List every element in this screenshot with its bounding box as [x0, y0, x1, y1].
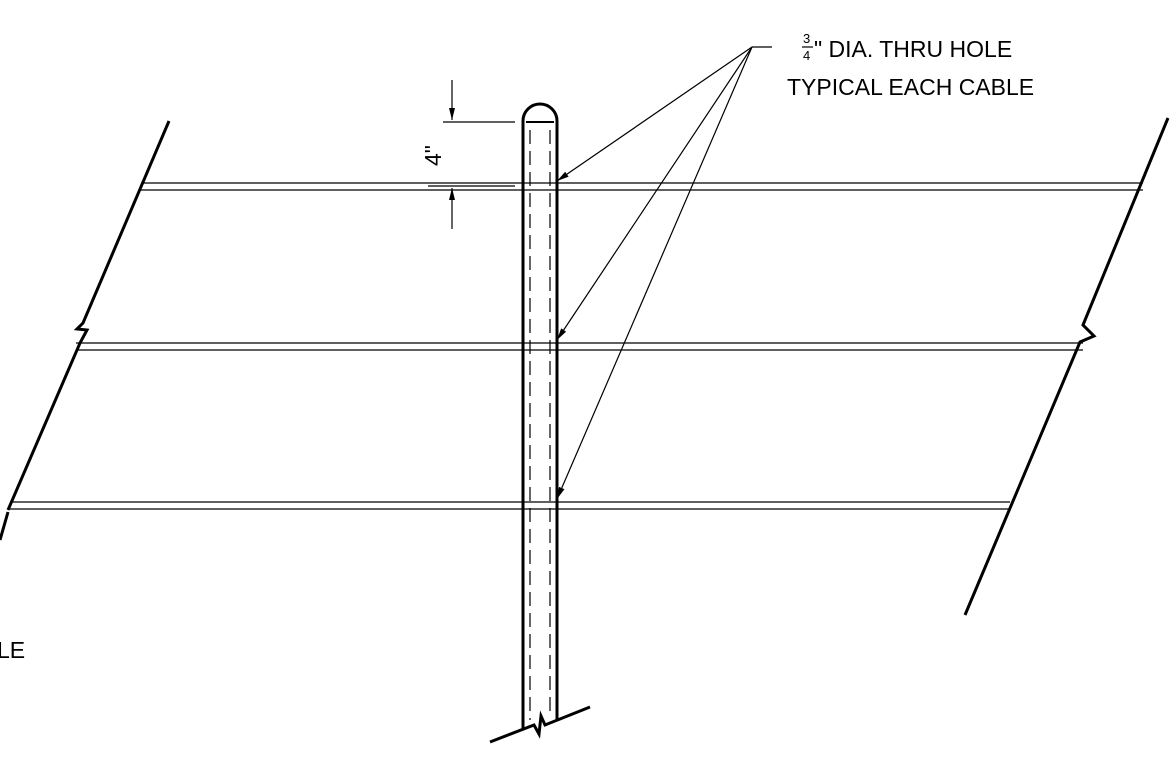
bottom-cable [10, 501, 1010, 510]
clipped-left-label: LE [0, 637, 25, 663]
callout-line2: TYPICAL EACH CABLE [787, 74, 1034, 100]
middle-cable [76, 342, 1083, 351]
dimension-label: 4" [420, 145, 446, 166]
callout-leaders [556, 46, 772, 500]
post [489, 102, 591, 744]
right-break-line [963, 117, 1170, 616]
dimension-4in: 4" [420, 80, 515, 229]
top-cable [141, 182, 1143, 191]
callout-line1: " DIA. THRU HOLE [814, 36, 1012, 62]
callout-text: 3 4 " DIA. THRU HOLE TYPICAL EACH CABLE [787, 31, 1034, 100]
left-break-line [0, 120, 171, 541]
callout-fraction-numerator: 3 [803, 31, 810, 46]
callout-fraction-denominator: 4 [803, 48, 810, 63]
